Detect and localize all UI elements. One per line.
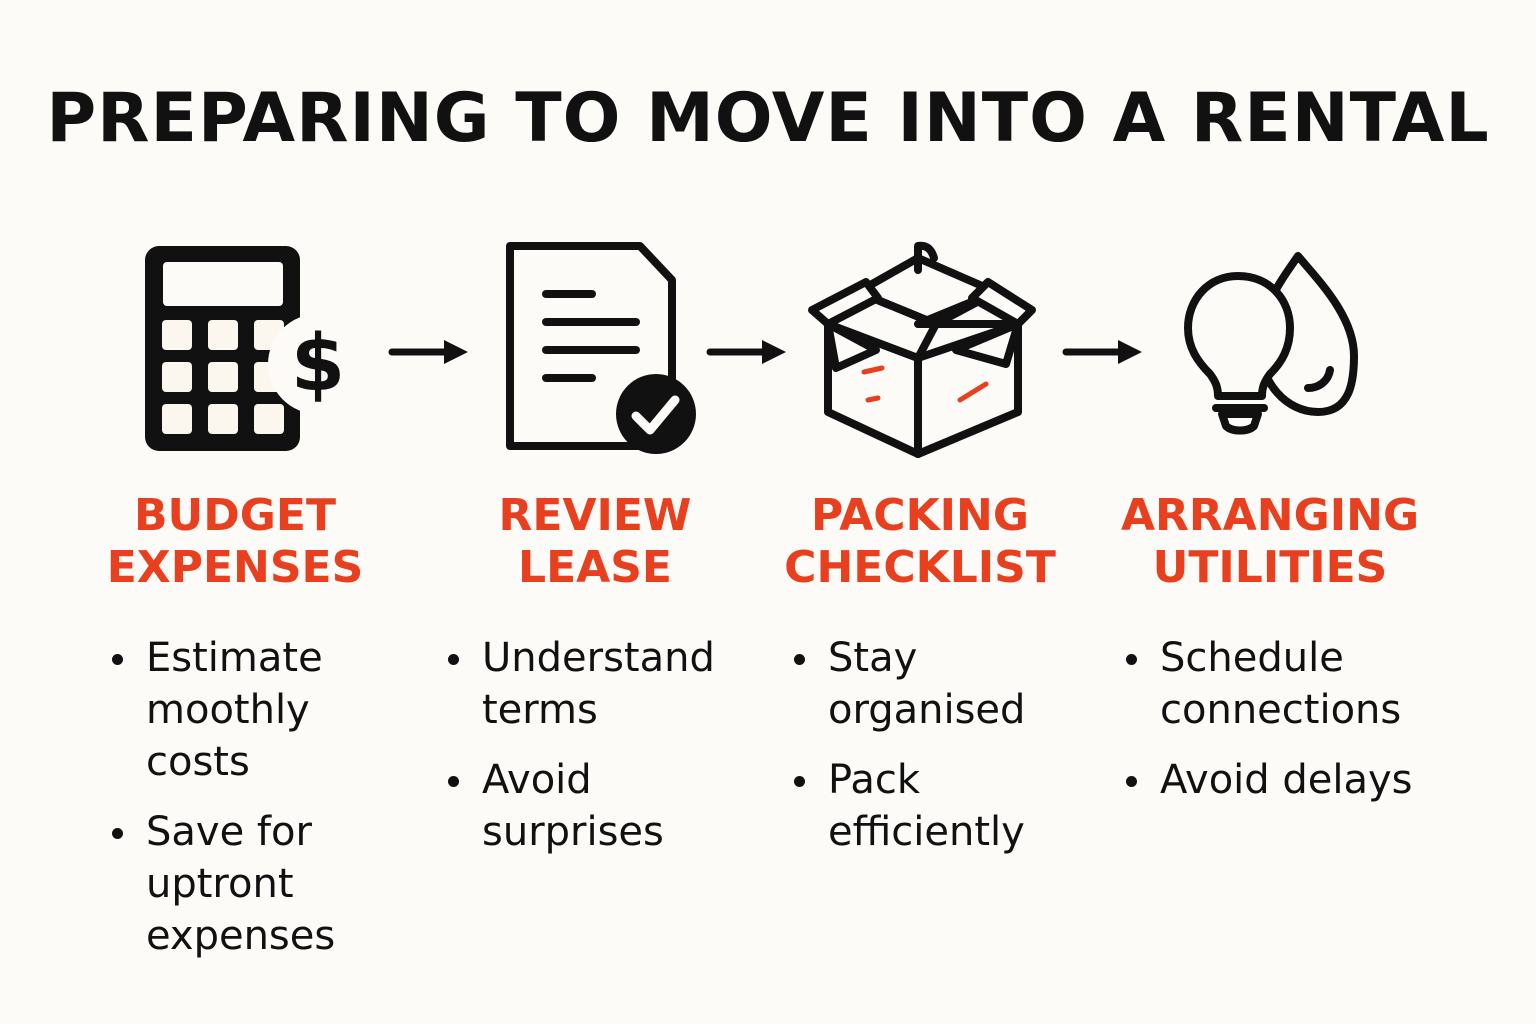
bullet-list-arranging-utilities: Schedule connections Avoid delays bbox=[1126, 632, 1426, 824]
open-box-icon bbox=[808, 241, 1036, 458]
document-check-icon bbox=[506, 242, 696, 454]
list-item: Stay organised bbox=[794, 632, 1064, 736]
list-item: Save for uptront expenses bbox=[112, 806, 372, 962]
list-item: Avoid delays bbox=[1126, 754, 1426, 806]
bullet-list-packing-checklist: Stay organised Pack efficiently bbox=[794, 632, 1064, 876]
step-title-packing-checklist: PACKING CHECKLIST bbox=[770, 490, 1070, 594]
list-item: Estimate moothly costs bbox=[112, 632, 372, 788]
step-title-line: EXPENSES bbox=[106, 542, 364, 593]
arrow-right-icon bbox=[388, 340, 468, 364]
arrow-right-icon bbox=[1062, 340, 1142, 364]
bullet-list-budget-expenses: Estimate moothly costs Save for uptront … bbox=[112, 632, 372, 980]
arrow-right-icon bbox=[706, 340, 786, 364]
step-title-budget-expenses: BUDGET EXPENSES bbox=[85, 490, 385, 594]
list-item: Schedule connections bbox=[1126, 632, 1426, 736]
step-title-line: UTILITIES bbox=[1152, 542, 1388, 593]
step-title-line: LEASE bbox=[518, 542, 672, 593]
list-item: Pack efficiently bbox=[794, 754, 1064, 858]
step-title-line: ARRANGING bbox=[1120, 490, 1420, 541]
step-title-line: BUDGET bbox=[134, 490, 336, 541]
step-title-line: CHECKLIST bbox=[784, 542, 1056, 593]
page-title: PREPARING TO MOVE INTO A RENTAL bbox=[46, 79, 1490, 158]
step-title-arranging-utilities: ARRANGING UTILITIES bbox=[1115, 490, 1425, 594]
bullet-list-review-lease: Understand terms Avoid surprises bbox=[448, 632, 748, 876]
list-item: Avoid surprises bbox=[448, 754, 748, 858]
svg-text:$: $ bbox=[291, 319, 345, 409]
lightbulb-water-drop-icon bbox=[1184, 252, 1358, 435]
calculator-dollar-icon: $ bbox=[145, 246, 368, 451]
step-title-review-lease: REVIEW LEASE bbox=[445, 490, 745, 594]
step-title-line: PACKING bbox=[811, 490, 1029, 541]
step-title-line: REVIEW bbox=[498, 490, 692, 541]
list-item: Understand terms bbox=[448, 632, 748, 736]
